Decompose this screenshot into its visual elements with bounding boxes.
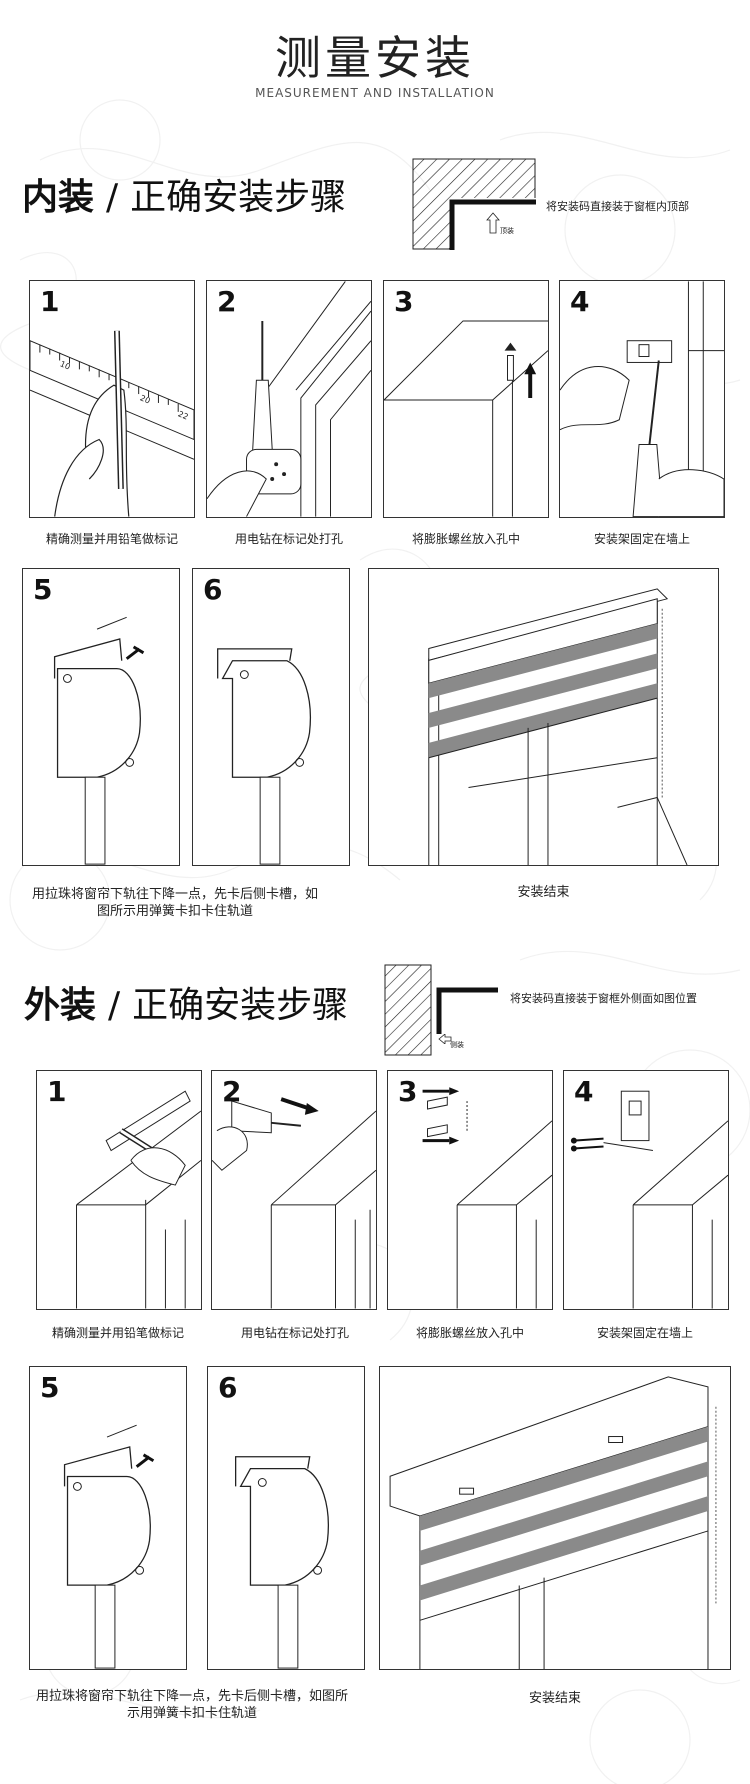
outer-step-4-number: 4: [574, 1075, 594, 1108]
outer-step-3-number: 3: [398, 1075, 418, 1108]
outer-step-2-number: 2: [222, 1075, 242, 1108]
zebra-blind-illustration: [428, 588, 688, 865]
outer-step-4-caption: 安装架固定在墙上: [596, 1326, 693, 1340]
outer-final-panel: [379, 1366, 731, 1670]
outer-step-5-panel: 5: [29, 1366, 187, 1670]
inner-step-3-number: 3: [394, 285, 414, 318]
drill-illustration: [207, 281, 371, 517]
outer-step-3-panel: 3: [387, 1070, 553, 1310]
inner-step-6-number: 6: [203, 573, 223, 606]
outer-step-5-number: 5: [40, 1371, 60, 1404]
headrail-bracket-illustration: [53, 616, 145, 865]
inner-step-1-caption: 精确测量并用铅笔做标记: [45, 532, 178, 546]
inner-title-bold: 内装: [22, 177, 95, 218]
inner-step-2-caption: 用电钻在标记处打孔: [234, 532, 343, 546]
outer-final-caption: 安装结束: [528, 1691, 581, 1706]
outer-step-1-caption: 精确测量并用铅笔做标记: [51, 1326, 184, 1340]
anchor-screw-illustration: [422, 1087, 552, 1309]
outer-step-4-panel: 4: [563, 1070, 729, 1310]
screwdriver-illustration: [570, 1090, 728, 1309]
outer-step-3-caption: 将膨胀螺丝放入孔中: [415, 1326, 524, 1340]
inner-step-3-caption: 将膨胀螺丝放入孔中: [411, 532, 520, 546]
arrow-up-icon: [486, 212, 500, 234]
outer-step-2-panel: 2: [211, 1070, 377, 1310]
inner-final-panel: [368, 568, 719, 866]
outer-step-5-caption: 用拉珠将窗帘下轨往下降一点，先卡后侧卡槽，如图所示用弹簧卡扣卡住轨道: [35, 1689, 348, 1721]
headrail-bracket-illustration: [217, 648, 311, 865]
page-title: 测量安装: [275, 31, 475, 85]
inner-step-3-panel: 3: [383, 280, 549, 518]
inner-title-rest: 正确安装步骤: [130, 177, 347, 218]
inner-step-5-caption: 用拉珠将窗帘下轨往下降一点，先卡后侧卡槽，如图所示用弹簧卡扣卡住轨道: [31, 887, 318, 919]
screwdriver-illustration: [560, 281, 724, 517]
inner-step-2-number: 2: [217, 285, 237, 318]
inner-direction-label: 顶装: [500, 227, 514, 235]
inner-step-4-panel: 4: [559, 280, 725, 518]
inner-step-2-panel: 2: [206, 280, 372, 518]
inner-final-caption: 安装结束: [517, 885, 570, 900]
inner-title-slash: /: [106, 177, 119, 218]
headrail-bracket-illustration: [63, 1424, 155, 1669]
outer-step-6-number: 6: [218, 1371, 238, 1404]
outer-step-1-panel: 1: [36, 1070, 202, 1310]
outer-direction-label: 侧装: [450, 1041, 464, 1049]
inner-step-4-caption: 安装架固定在墙上: [593, 532, 690, 546]
drill-illustration: [212, 1097, 376, 1309]
page-subtitle: MEASUREMENT AND INSTALLATION: [255, 86, 495, 100]
pencil-ruler-illustration: [76, 1090, 201, 1309]
hatched-wall-icon: [412, 158, 536, 252]
inner-note: 将安装码直接装于窗框内顶部: [546, 200, 689, 213]
outer-step-6-panel: 6: [207, 1366, 365, 1670]
outer-step-2-caption: 用电钻在标记处打孔: [240, 1326, 349, 1340]
inner-step-5-number: 5: [33, 573, 53, 606]
anchor-screw-illustration: [384, 320, 548, 517]
outer-title-rest: 正确安装步骤: [132, 985, 349, 1026]
inner-step-1-panel: 10 20 22 1: [29, 280, 195, 518]
inner-section-title: 内装 / 正确安装步骤: [22, 168, 346, 220]
inner-step-6-panel: 6: [192, 568, 350, 866]
zebra-blind-illustration: [389, 1376, 717, 1669]
hatched-wall-icon: [384, 964, 432, 1056]
bracket-icon: [436, 987, 498, 1034]
outer-title-bold: 外装: [24, 985, 97, 1026]
outer-note: 将安装码直接装于窗框外侧面如图位置: [510, 992, 697, 1005]
outer-step-1-number: 1: [47, 1075, 67, 1108]
inner-step-5-panel: 5: [22, 568, 180, 866]
arrow-left-icon: [438, 1034, 452, 1044]
outer-section-title: 外装 / 正确安装步骤: [24, 976, 348, 1028]
headrail-bracket-illustration: [235, 1456, 329, 1669]
inner-step-1-number: 1: [40, 285, 60, 318]
inner-step-4-number: 4: [570, 285, 590, 318]
outer-title-slash: /: [108, 985, 121, 1026]
pencil-ruler-illustration: [30, 330, 194, 517]
